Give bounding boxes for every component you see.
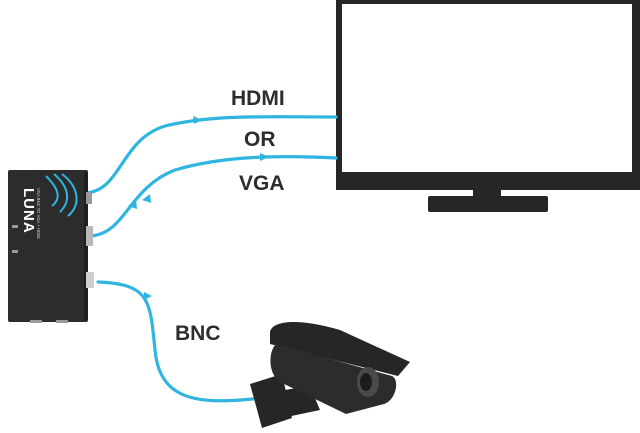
monitor-neck (473, 186, 501, 198)
camera-body (270, 344, 397, 414)
monitor-base (428, 196, 548, 212)
logo-swirl-icon (45, 173, 78, 217)
cctv-camera-icon (250, 321, 410, 428)
hdmi-port (86, 192, 92, 204)
monitor-icon (336, 0, 640, 212)
hdmi-label: HDMI (231, 87, 285, 110)
led-1 (12, 225, 18, 228)
converter-box-icon: LUNA VGA BNC TO VGA + HDMI (8, 170, 94, 323)
bnc-arrow (144, 292, 152, 300)
cables (84, 115, 338, 403)
vga-label: VGA (239, 172, 285, 195)
hdmi-arrow (193, 116, 202, 124)
led-2 (12, 250, 18, 253)
camera-lens-center (360, 373, 372, 391)
bnc-port (86, 272, 94, 288)
vga-port (86, 226, 93, 246)
vga-cable (88, 155, 338, 238)
foot-1 (30, 320, 42, 323)
or-label: OR (244, 128, 276, 151)
bnc-label: BNC (175, 322, 221, 345)
foot-2 (56, 320, 68, 323)
monitor-screen (342, 4, 632, 172)
hdmi-cable (84, 115, 338, 195)
vga-arrow-right (142, 194, 151, 203)
vga-arrow-left (128, 200, 137, 209)
converter-brand: LUNA (20, 188, 37, 234)
converter-body (8, 170, 88, 322)
converter-model: VGA BNC TO VGA + HDMI (36, 188, 41, 239)
camera-hood (270, 321, 410, 376)
or-arrow (260, 153, 269, 161)
bnc-cable (96, 280, 264, 403)
